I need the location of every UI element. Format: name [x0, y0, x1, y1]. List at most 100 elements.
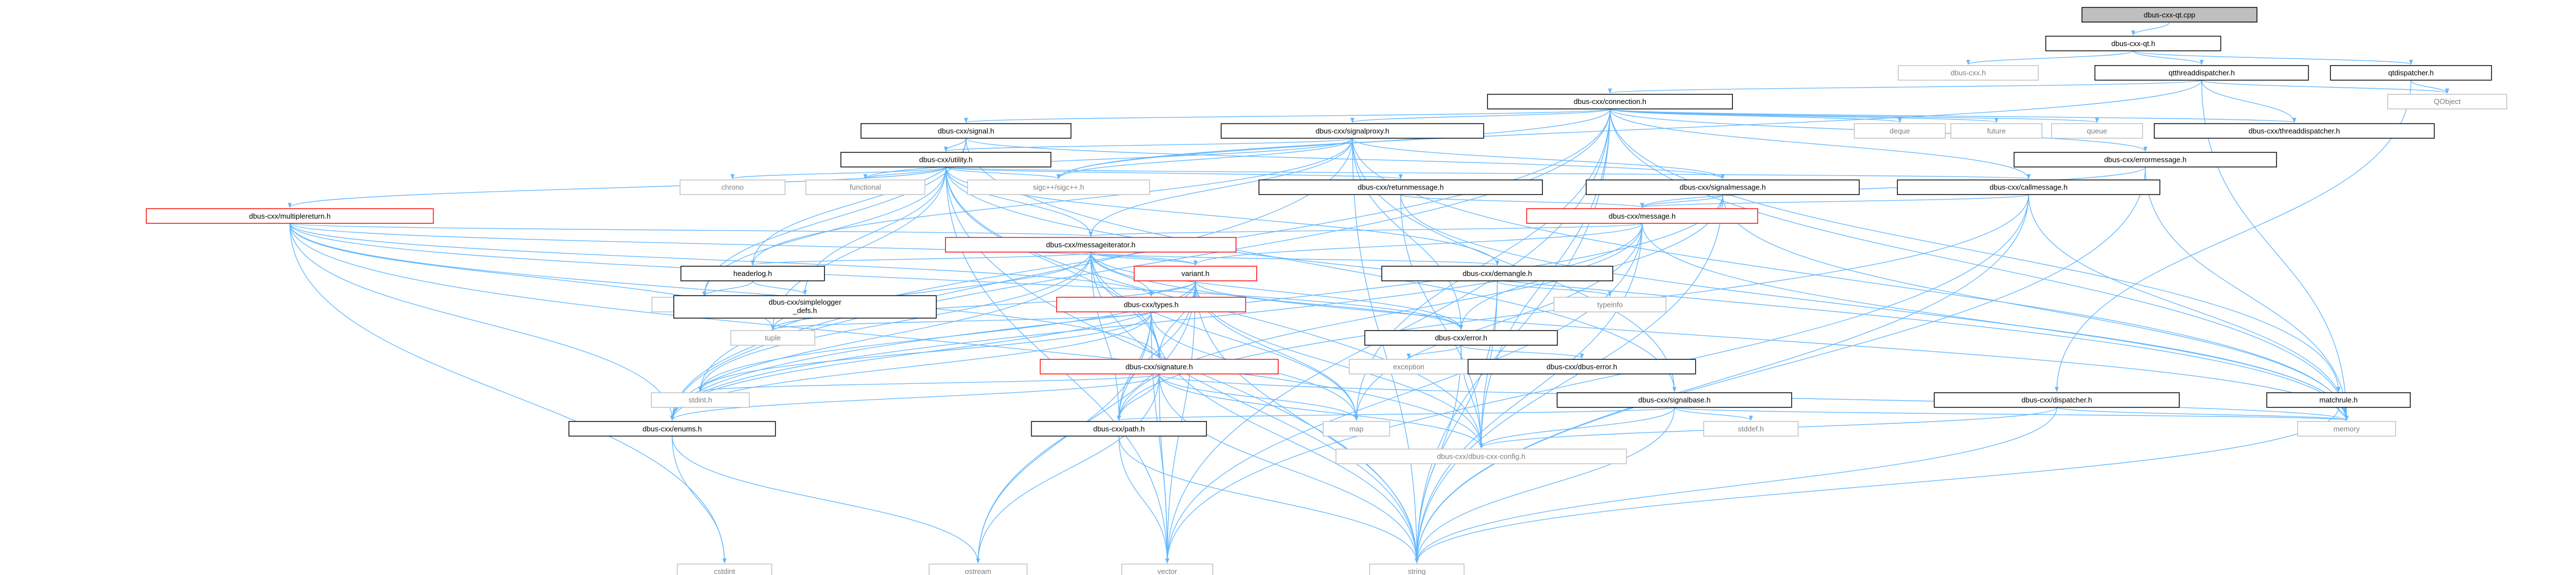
node-multiret[interactable]: dbus-cxx/multiplereturn.h — [146, 208, 434, 224]
node-label-qttd: qtthreaddispatcher.h — [2168, 69, 2235, 77]
edge-types-to-tuple — [771, 311, 1152, 330]
node-retmsg[interactable]: dbus-cxx/returnmessage.h — [1258, 179, 1543, 195]
edge-util-to-memory — [945, 167, 2349, 421]
node-simplelogger[interactable]: dbus-cxx/simplelogger_defs.h — [673, 295, 937, 319]
edge-multiret-to-msgiter — [289, 223, 1093, 237]
edge-qttd-to-conn — [1608, 79, 2202, 94]
node-box-headerlog — [680, 265, 825, 282]
node-qobject: QObject — [2387, 94, 2507, 110]
edge-msgiter-to-path — [1090, 252, 1121, 421]
node-label-stddef: stddef.h — [1738, 424, 1764, 433]
edge-qth-to-qtd — [2133, 50, 2413, 65]
node-chrono: chrono — [680, 179, 786, 195]
edge-retmsg-to-msg — [1400, 194, 1644, 209]
node-label-cstdint: cstdint — [714, 567, 735, 575]
node-root[interactable]: dbus-cxx-qt.cpp — [2081, 7, 2258, 22]
edge-sigbase-to-path — [1117, 407, 1675, 421]
edge-msg-to-memory — [1642, 223, 2349, 421]
node-dispatcher[interactable]: dbus-cxx/dispatcher.h — [1934, 392, 2180, 408]
node-vector: vector — [1121, 563, 1214, 575]
node-demangle[interactable]: dbus-cxx/demangle.h — [1381, 265, 1614, 282]
edge-msgiter-to-variant — [1090, 251, 1198, 266]
node-label-sigbase: dbus-cxx/signalbase.h — [1638, 396, 1711, 404]
node-error[interactable]: dbus-cxx/error.h — [1364, 330, 1558, 346]
node-box-threaddisp — [2153, 123, 2435, 139]
node-label-sigcpp: sigc++/sigc++.h — [1033, 183, 1084, 192]
edge-variant-to-error — [1195, 280, 1463, 330]
node-label-memory: memory — [2333, 424, 2360, 433]
edge-enums-to-cstdint — [672, 436, 727, 564]
node-box-typeinfo — [1554, 297, 1667, 313]
node-dbuserror[interactable]: dbus-cxx/dbus-error.h — [1468, 359, 1696, 375]
edge-signature-to-stdint — [698, 373, 1160, 392]
edge-errmsg-to-msg — [1640, 166, 2146, 209]
node-label-exception: exception — [1393, 363, 1425, 371]
node-errmsg[interactable]: dbus-cxx/errormessage.h — [2013, 152, 2277, 167]
node-label-signature: dbus-cxx/signature.h — [1125, 363, 1193, 371]
node-label-matchrule: matchrule.h — [2320, 396, 2358, 404]
node-label-errmsg: dbus-cxx/errormessage.h — [2104, 156, 2186, 164]
node-box-sigbase — [1556, 392, 1792, 408]
edge-error-to-exception — [1406, 345, 1462, 359]
node-sigproxy[interactable]: dbus-cxx/signalproxy.h — [1220, 123, 1484, 139]
node-qtd[interactable]: qtdispatcher.h — [2330, 65, 2492, 81]
node-callmsg[interactable]: dbus-cxx/callmessage.h — [1896, 179, 2161, 195]
node-msg[interactable]: dbus-cxx/message.h — [1526, 208, 1758, 224]
node-box-sigproxy — [1220, 123, 1484, 139]
node-matchrule[interactable]: matchrule.h — [2266, 392, 2411, 408]
edge-multiret-to-error — [289, 223, 1463, 330]
node-variant[interactable]: variant.h — [1134, 265, 1257, 282]
node-box-retmsg — [1258, 179, 1543, 195]
node-label-multiret: dbus-cxx/multiplereturn.h — [249, 212, 331, 220]
edge-msgiter-to-types — [1090, 252, 1153, 297]
node-box-qth — [2045, 35, 2221, 52]
edge-retmsg-to-config — [1400, 194, 1483, 449]
node-types[interactable]: dbus-cxx/types.h — [1056, 297, 1246, 313]
node-box-ostream — [929, 563, 1027, 575]
node-conn[interactable]: dbus-cxx/connection.h — [1487, 94, 1733, 110]
node-qth[interactable]: dbus-cxx-qt.h — [2045, 35, 2221, 52]
edge-util-to-multiret — [288, 166, 947, 209]
node-label-sigmsg: dbus-cxx/signalmessage.h — [1679, 183, 1765, 192]
node-box-sigmsg — [1586, 179, 1860, 195]
node-box-msg — [1526, 208, 1758, 224]
edge-path-to-string — [1119, 436, 1419, 564]
node-box-cstdint — [677, 563, 772, 575]
edge-msg-to-enums — [670, 223, 1643, 421]
edge-msg-to-string — [1415, 223, 1643, 564]
node-box-qtd — [2330, 65, 2492, 81]
node-box-dbuscxxh — [1898, 65, 2039, 81]
node-box-path — [1031, 421, 1207, 437]
node-box-map — [1323, 421, 1391, 437]
node-box-demangle — [1381, 265, 1614, 282]
node-stdint: stdint.h — [651, 392, 750, 408]
node-label-typeinfo: typeinfo — [1597, 300, 1623, 309]
node-signature[interactable]: dbus-cxx/signature.h — [1039, 359, 1279, 375]
edge-sigproxy-to-headerlog — [750, 138, 1353, 266]
edge-util-to-callmsg — [945, 166, 2030, 180]
node-qttd[interactable]: qtthreaddispatcher.h — [2094, 65, 2309, 81]
node-sigbase[interactable]: dbus-cxx/signalbase.h — [1556, 392, 1792, 408]
node-threaddisp[interactable]: dbus-cxx/threaddispatcher.h — [2153, 123, 2435, 139]
edge-variant-to-config — [1195, 280, 1483, 449]
node-util[interactable]: dbus-cxx/utility.h — [840, 152, 1052, 167]
edge-msg-to-msgiter — [1089, 223, 1643, 237]
edge-conn-to-enums — [670, 108, 1611, 421]
node-sigmsg[interactable]: dbus-cxx/signalmessage.h — [1586, 179, 1860, 195]
node-box-sigcpp — [967, 179, 1150, 195]
node-msgiter[interactable]: dbus-cxx/messageiterator.h — [945, 237, 1237, 253]
node-label-vector: vector — [1157, 567, 1178, 575]
edge-sigmsg-to-memory — [1722, 194, 2349, 421]
node-box-qttd — [2094, 65, 2309, 81]
edge-sigbase-to-string — [1415, 407, 1675, 564]
node-path[interactable]: dbus-cxx/path.h — [1031, 421, 1207, 437]
node-functional: functional — [805, 179, 926, 195]
node-sig[interactable]: dbus-cxx/signal.h — [861, 123, 1072, 139]
node-headerlog[interactable]: headerlog.h — [680, 265, 825, 282]
edge-demangle-to-typeinfo — [1497, 280, 1612, 297]
node-enums[interactable]: dbus-cxx/enums.h — [568, 421, 776, 437]
node-label-string: string — [1408, 567, 1426, 575]
edge-sigmsg-to-path — [1117, 194, 1723, 421]
edge-enums-to-ostream — [672, 436, 980, 564]
